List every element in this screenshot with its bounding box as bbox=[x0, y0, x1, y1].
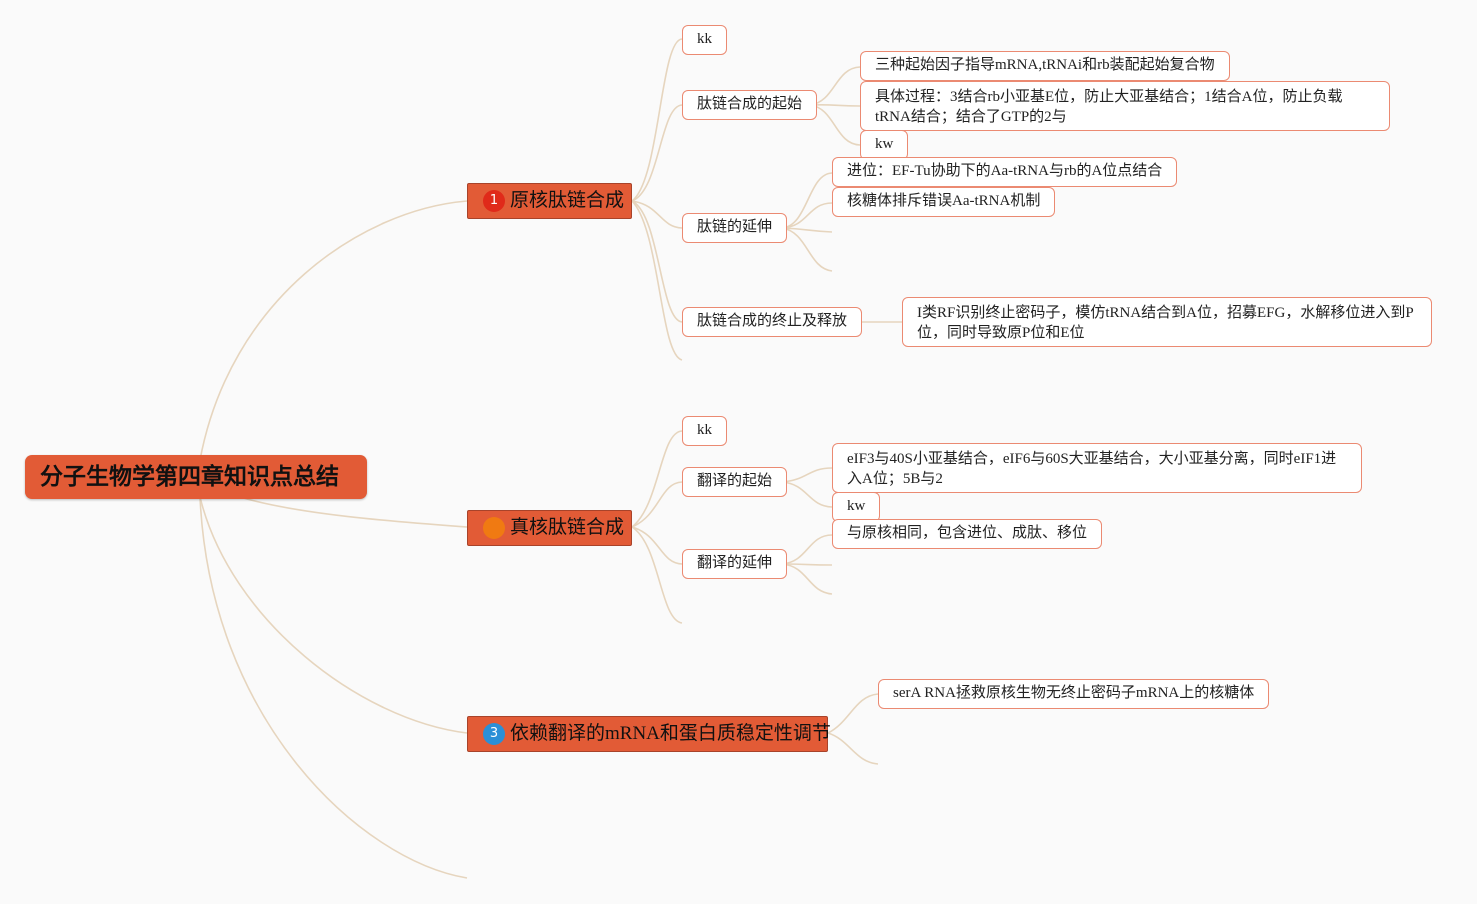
branch-title: 原核肽链合成 bbox=[510, 190, 625, 211]
connector bbox=[631, 526, 683, 624]
topic-same-as-prokaryote[interactable]: 与原核相同，包含进位、成肽、移位 bbox=[832, 519, 1103, 549]
connector bbox=[631, 430, 683, 528]
branch-stability-regulation[interactable]: 3 依赖翻译的mRNA和蛋白质稳定性调节 bbox=[467, 716, 831, 752]
connector bbox=[781, 227, 833, 233]
connector bbox=[631, 200, 683, 323]
priority-3-marker: 3 bbox=[483, 723, 505, 745]
topic-initiation-factors[interactable]: 三种起始因子指导mRNA,tRNAi和rb装配起始复合物 bbox=[860, 51, 1230, 81]
connector bbox=[631, 104, 683, 202]
topic-kk[interactable]: kk bbox=[682, 416, 727, 446]
connector bbox=[827, 732, 879, 765]
topic-release-factor[interactable]: I类RF识别终止密码子，模仿tRNA结合到A位，招募EFG，水解移位进入到P位，… bbox=[902, 297, 1432, 347]
connector bbox=[781, 534, 833, 565]
connector bbox=[199, 496, 468, 879]
connector bbox=[631, 526, 683, 565]
branch-prokaryotic-synthesis[interactable]: 1 原核肽链合成 bbox=[467, 183, 632, 219]
topic-elongation[interactable]: 肽链的延伸 bbox=[682, 213, 788, 243]
connector bbox=[781, 563, 833, 595]
connector bbox=[239, 496, 468, 528]
topic-translation-elongation[interactable]: 翻译的延伸 bbox=[682, 549, 788, 579]
topic-kw[interactable]: kw bbox=[860, 130, 909, 160]
connector bbox=[631, 200, 683, 229]
connector bbox=[781, 172, 833, 229]
connector bbox=[809, 103, 861, 107]
topic-termination[interactable]: 肽链合成的终止及释放 bbox=[682, 307, 863, 337]
topic-kk[interactable]: kk bbox=[682, 25, 727, 55]
priority-2-marker bbox=[483, 517, 505, 539]
topic-kw[interactable]: kw bbox=[832, 492, 881, 522]
connector bbox=[809, 104, 861, 146]
connector bbox=[199, 496, 468, 734]
connector bbox=[631, 481, 683, 528]
connector bbox=[781, 563, 833, 566]
topic-ribosome-proofreading[interactable]: 核糖体排斥错误Aa-tRNA机制 bbox=[832, 187, 1056, 217]
topic-ssra-rescue[interactable]: serA RNA拯救原核生物无终止密码子mRNA上的核糖体 bbox=[878, 679, 1270, 709]
root-topic[interactable]: 分子生物学第四章知识点总结 bbox=[25, 455, 367, 499]
topic-initiation[interactable]: 肽链合成的起始 bbox=[682, 90, 818, 120]
branch-eukaryotic-synthesis[interactable]: 真核肽链合成 bbox=[467, 510, 632, 546]
connector bbox=[631, 200, 683, 361]
connector bbox=[781, 467, 833, 483]
branch-title: 依赖翻译的mRNA和蛋白质稳定性调节 bbox=[510, 723, 831, 744]
connector bbox=[631, 38, 683, 202]
branch-title: 真核肽链合成 bbox=[510, 517, 625, 538]
topic-initiation-process[interactable]: 具体过程：3结合rb小亚基E位，防止大亚基结合；1结合A位，防止负载tRNA结合… bbox=[860, 81, 1390, 131]
connector bbox=[199, 200, 468, 461]
connector bbox=[781, 481, 833, 508]
connector bbox=[827, 693, 879, 734]
topic-translation-initiation[interactable]: 翻译的起始 bbox=[682, 467, 788, 497]
connector bbox=[809, 66, 861, 106]
connector bbox=[781, 202, 833, 229]
priority-1-marker: 1 bbox=[483, 190, 505, 212]
connector bbox=[781, 227, 833, 272]
topic-entry[interactable]: 进位：EF-Tu协助下的Aa-tRNA与rb的A位点结合 bbox=[832, 157, 1178, 187]
topic-eif-binding[interactable]: eIF3与40S小亚基结合，eIF6与60S大亚基结合，大小亚基分离，同时eIF… bbox=[832, 443, 1362, 493]
